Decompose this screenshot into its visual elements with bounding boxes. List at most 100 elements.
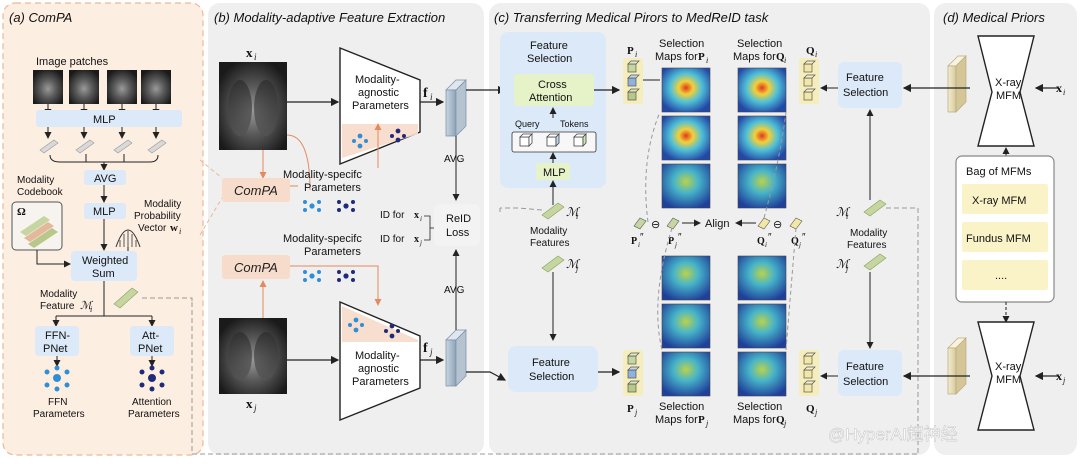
modality-feature-mi-right-icon	[863, 199, 887, 217]
mi-right-sub: i	[846, 212, 848, 221]
xray-mfm-bottom-label-2: MFM	[996, 374, 1021, 386]
mj-sub: j	[575, 264, 579, 273]
reid-loss-box	[434, 204, 480, 246]
mi-symbol: ℳ	[566, 205, 581, 219]
sel-maps-pi-sub: i	[706, 56, 708, 65]
ffn-pnet-label-2: PNet	[43, 343, 67, 355]
weighted-label-1: Weighted	[82, 255, 128, 267]
q-i-symbol: Q	[806, 45, 815, 57]
bag-title: Bag of MFMs	[966, 166, 1032, 178]
pi-double-prime-token	[633, 217, 647, 230]
mlp-mid-label: MLP	[93, 206, 116, 218]
agnostic-bottom-1: Modality-	[355, 350, 400, 362]
prob-label-2: Probability	[134, 211, 181, 222]
qj2-sub: j	[798, 241, 801, 249]
selection-maps-pj	[661, 255, 711, 397]
compa-top-label: ComPA	[234, 183, 278, 198]
ffn-pnet-label-1: FFN-	[45, 330, 70, 342]
pi2-prime: ″	[640, 232, 644, 243]
patch-features	[39, 139, 167, 154]
specific-bottom-label: Modality-specifc	[283, 233, 362, 245]
att-pnet-label-1: Att-	[142, 330, 159, 342]
p-i-symbol: P	[627, 45, 634, 57]
mod-feat-d-label-1: Modality	[850, 228, 887, 239]
cross-attention-label-2: Attention	[529, 92, 572, 104]
modality-feature-label-1: Modality	[40, 289, 77, 300]
xray-mfm-bottom-label-1: X-ray	[995, 361, 1022, 373]
sel-maps-qi-label-2: Maps for	[733, 51, 776, 63]
mj-symbol: ℳ	[566, 257, 581, 271]
id-xj-label: ID for	[380, 234, 405, 245]
distribution-icon	[115, 229, 141, 248]
fj-sub: j	[429, 347, 433, 357]
ffn-pnet-box	[35, 326, 79, 356]
qi-double-prime-token	[757, 217, 771, 230]
att-params-label-2: Parameters	[128, 409, 180, 420]
id-xi-symbol: x	[414, 210, 419, 221]
fs-top-label-1: Feature	[530, 40, 568, 52]
qj2-prime: ″	[802, 232, 806, 243]
d-xj-symbol: x	[1056, 369, 1062, 383]
p-i-sub: i	[635, 50, 637, 59]
query-label: Query	[515, 119, 540, 129]
feature-selection-right-bottom	[838, 350, 902, 396]
sel-maps-pi-label-2: Maps for	[655, 51, 698, 63]
fs-bottom-label-2: Selection	[529, 371, 574, 383]
avg-top-label: AVG	[444, 154, 465, 165]
pj2-prime: ″	[678, 232, 682, 243]
modality-feature-mj-right-icon	[863, 253, 887, 271]
query-token-cubes	[519, 133, 587, 147]
agnostic-top-3: Parameters	[352, 100, 409, 112]
pi2-sub: i	[638, 241, 640, 249]
mod-feat-c-label-2: Features	[530, 238, 569, 249]
bag-item-0-label: X-ray MFM	[972, 195, 1026, 207]
compa-bottom-label: ComPA	[234, 260, 278, 275]
mod-feat-d-label-2: Features	[847, 240, 886, 251]
agnostic-top-2: agnostic	[358, 87, 399, 99]
mi-right-symbol: ℳ	[836, 205, 851, 219]
specific-slot-bottom	[342, 306, 418, 342]
q-j-symbol: Q	[806, 403, 815, 415]
feature-selection-bottom-box	[508, 346, 598, 392]
modality-feature-label-2: Feature	[40, 301, 75, 312]
fj-symbol: f	[423, 341, 428, 356]
pi2-symbol: P	[631, 236, 637, 247]
sel-maps-pi-label-1: Selection	[659, 38, 704, 50]
compa-box-top	[222, 178, 290, 202]
xray-mfm-bottom	[977, 321, 1035, 431]
fs-rt-label-1: Feature	[846, 72, 884, 84]
specific-params-bottom-icon	[303, 270, 355, 282]
fs-bottom-label-1: Feature	[532, 357, 570, 369]
ffn-params-label-2: Parameters	[33, 409, 85, 420]
pj2-symbol: P	[668, 236, 674, 247]
avg-label: AVG	[94, 173, 116, 185]
bag-item-2	[962, 260, 1048, 290]
selection-maps-qi	[737, 67, 787, 209]
xray-mfm-top	[977, 35, 1035, 147]
mfm-feature-bottom	[947, 337, 967, 395]
specific-top-label: Modality-specifc	[283, 169, 362, 181]
panel-b-title: (b) Modality-adaptive Feature Extraction	[214, 10, 445, 25]
mi-sub: i	[576, 212, 578, 221]
sel-maps-pj-symbol: P	[698, 414, 705, 426]
id-xi-sub: i	[420, 215, 422, 223]
xray-mfm-top-label-2: MFM	[996, 90, 1021, 102]
p-i-tokens	[627, 60, 640, 101]
mj-right-symbol: ℳ	[836, 257, 851, 271]
ffn-params-label-1: FFN	[48, 397, 67, 408]
feature-vector-fi	[445, 79, 467, 137]
feature-vector-fj	[445, 329, 467, 387]
specific-params-top-icon	[303, 200, 355, 212]
mlp-c-label: MLP	[543, 167, 566, 179]
selection-maps-qj	[737, 255, 787, 397]
reid-loss-label-1: ReID	[446, 213, 471, 225]
q-i-sub: i	[815, 50, 817, 59]
sel-maps-qi-label-1: Selection	[737, 38, 782, 50]
avg-bottom-label: AVG	[444, 285, 465, 296]
weighted-label-2: Sum	[92, 268, 115, 280]
bag-item-1	[962, 222, 1048, 252]
sel-maps-qj-label-1: Selection	[737, 401, 782, 413]
tokens-label: Tokens	[560, 119, 589, 129]
